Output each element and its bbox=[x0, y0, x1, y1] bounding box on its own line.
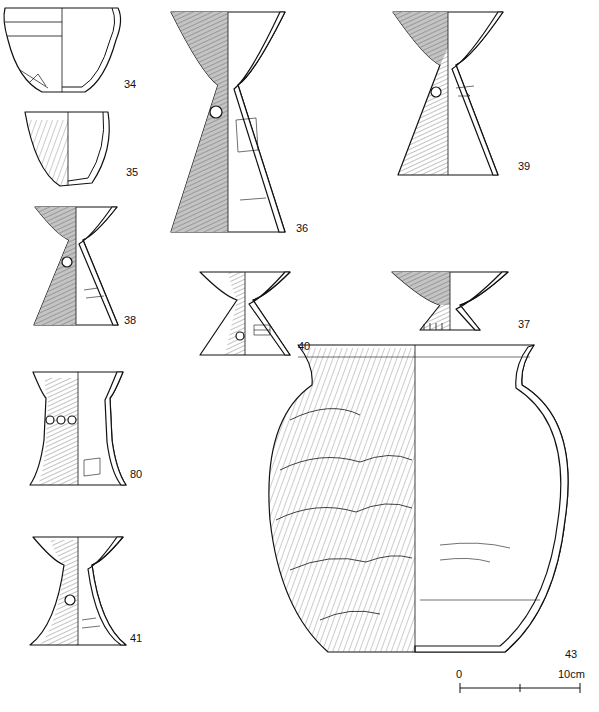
bowl-34 bbox=[4, 8, 121, 92]
pedestal-cup-38 bbox=[34, 207, 118, 325]
pedestal-cup-40 bbox=[200, 272, 290, 355]
scale-label: 0 bbox=[456, 668, 462, 681]
catalogue-number: 40 bbox=[298, 340, 310, 353]
catalogue-number: 80 bbox=[130, 468, 142, 481]
catalogue-number: 34 bbox=[124, 78, 136, 91]
scale-label: 10cm bbox=[558, 668, 585, 681]
catalogue-number: 43 bbox=[565, 648, 577, 661]
pedestal-cup-37 bbox=[392, 272, 508, 330]
catalogue-number: 41 bbox=[130, 632, 142, 645]
bowl-35 bbox=[25, 112, 109, 186]
catalogue-number: 39 bbox=[518, 160, 530, 173]
pedestal-cup-80 bbox=[30, 372, 126, 485]
pedestal-cup-41 bbox=[30, 537, 126, 645]
pedestal-cup-36 bbox=[171, 12, 285, 232]
scale-bar bbox=[460, 683, 580, 693]
jar-43 bbox=[269, 345, 568, 652]
pedestal-cup-39 bbox=[393, 12, 503, 175]
catalogue-number: 35 bbox=[126, 166, 138, 179]
catalogue-number: 37 bbox=[518, 318, 530, 331]
catalogue-number: 36 bbox=[296, 222, 308, 235]
catalogue-number: 38 bbox=[124, 314, 136, 327]
